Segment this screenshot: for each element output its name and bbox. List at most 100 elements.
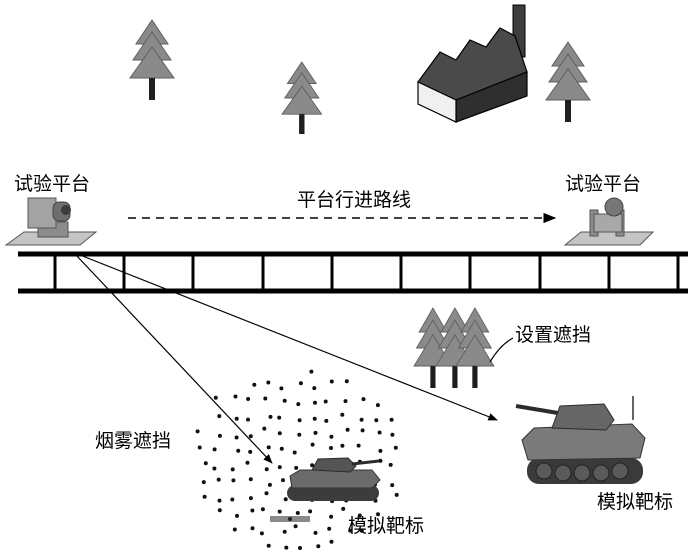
smoke-dot: [234, 435, 239, 440]
smoke-dot: [213, 395, 218, 400]
smoke-dot: [277, 415, 282, 420]
smoke-dot: [324, 418, 329, 423]
smoke-dot: [263, 396, 268, 401]
smoke-dot: [212, 466, 217, 471]
smoke-dot: [377, 430, 382, 435]
smoke-dot: [234, 416, 239, 421]
smoke-dot: [294, 465, 299, 470]
tank-wheels: [535, 462, 629, 482]
smoke-dot: [329, 379, 334, 384]
tank-track: [287, 485, 379, 501]
smoke-dot: [268, 414, 273, 419]
smoke-dot: [248, 477, 253, 482]
smoke-dot: [394, 492, 399, 497]
sight-line-to-occluded-target: [79, 254, 498, 421]
smoke-dot: [246, 397, 251, 401]
smoke-dot: [292, 450, 297, 455]
smoke-dot: [279, 446, 284, 451]
smoke-dot: [216, 477, 221, 482]
tank-turret: [311, 457, 357, 473]
smoke-dot: [197, 445, 202, 450]
smoke-dot: [378, 458, 383, 463]
smoke-dot: [217, 508, 222, 513]
smoke-dot: [212, 447, 217, 452]
smoke-dot: [202, 494, 207, 499]
smoke-dot: [376, 512, 380, 517]
smoke-dot: [217, 414, 222, 419]
smoke-dot: [310, 463, 315, 468]
smoke-dot: [378, 448, 383, 453]
platform-body: [593, 213, 623, 233]
smoke-dot: [340, 412, 345, 417]
smoke-dot: [248, 496, 253, 501]
smoke-dot: [327, 526, 332, 531]
smoke-dot: [360, 428, 365, 433]
smoke-dot: [250, 526, 255, 531]
smoke-dot: [264, 467, 269, 472]
smoke-dot: [217, 433, 222, 438]
tank-turret: [551, 403, 615, 431]
smoke-dot: [361, 397, 366, 402]
smoke-dot: [230, 497, 235, 502]
smoke-dot: [340, 443, 345, 448]
smoke-dot: [235, 513, 239, 518]
tank-icon: [515, 396, 646, 484]
platform-base: [4, 231, 98, 246]
smoke-dot: [252, 382, 257, 387]
smoke-dot: [389, 417, 394, 422]
smoke-dot: [390, 432, 395, 437]
smoke-dot: [231, 478, 236, 483]
smoke-dot: [345, 427, 350, 432]
smoke-dot: [236, 448, 241, 453]
smoke-dot: [313, 530, 318, 535]
smoke-dot: [267, 482, 272, 487]
smoke-dot: [217, 498, 222, 503]
smoke-dot: [277, 465, 282, 470]
tank-wheel: [592, 464, 610, 482]
tank-barrel: [351, 459, 380, 466]
smoke-dot: [388, 462, 393, 467]
factory-front: [417, 81, 457, 123]
tree-icon: [129, 19, 175, 101]
smoke-dot: [245, 460, 250, 465]
tank-wheel: [554, 464, 572, 482]
label-smoke: 烟雾遮挡: [95, 430, 171, 452]
smoke-dot: [344, 379, 349, 384]
smoke-dot: [329, 434, 334, 439]
smoke-dot: [230, 467, 235, 472]
label-obstacle: 设置遮挡: [515, 324, 591, 346]
smoke-dot: [329, 539, 334, 544]
smoke-cloud: [195, 369, 399, 550]
obstacle-trees: [413, 307, 495, 389]
factory-icon: [417, 4, 528, 123]
smoke-dot: [310, 442, 315, 447]
tank-barrel: [515, 404, 559, 415]
smoke-dot: [298, 381, 303, 386]
label-target-right: 模拟靶标: [597, 491, 673, 513]
smoke-dot: [266, 380, 271, 385]
tank-hull: [289, 469, 381, 489]
smoke-dot: [260, 507, 265, 512]
smoke-dot: [264, 491, 269, 496]
smoke-dot: [323, 399, 328, 404]
smoke-dot: [374, 418, 379, 423]
smoke-dot: [375, 403, 380, 408]
smoke-dot: [232, 527, 237, 532]
smoke-dot: [357, 513, 362, 518]
smoke-dot: [313, 430, 318, 435]
smoke-dot: [359, 417, 364, 422]
smoke-dot: [316, 544, 321, 549]
smoke-dot: [283, 497, 288, 502]
smoke-dot: [309, 369, 314, 374]
smoke-dot: [313, 400, 317, 405]
tank-wheel: [573, 464, 591, 482]
smoke-dot: [297, 418, 302, 423]
label-platform-right: 试验平台: [565, 173, 641, 195]
smoke-dot: [284, 545, 289, 550]
smoke-dot: [329, 514, 334, 519]
platform-body: [27, 197, 57, 229]
smoke-dot: [393, 445, 398, 450]
tank-icon: [287, 457, 381, 501]
smoke-dot: [295, 511, 300, 515]
